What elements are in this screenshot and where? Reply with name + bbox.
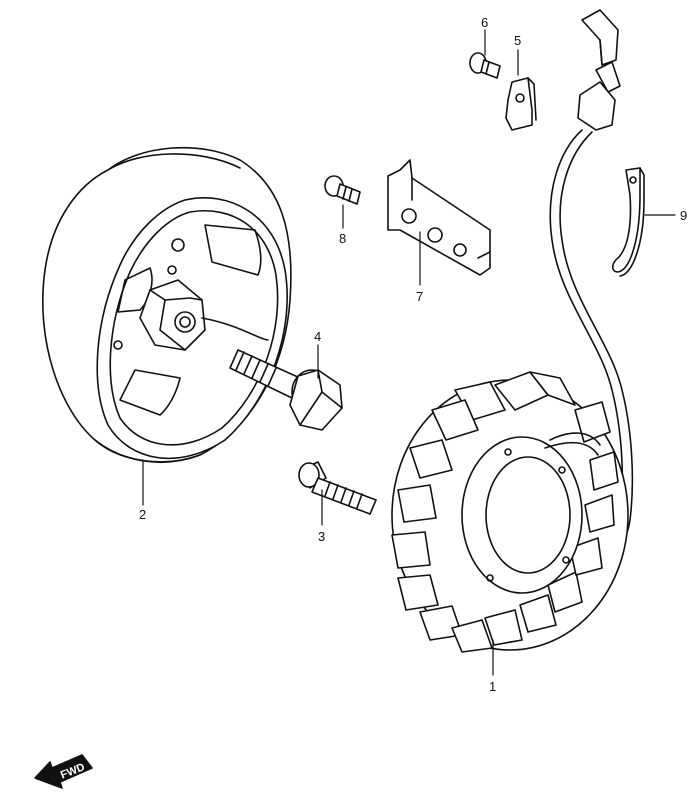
callout-5: 5 [514,33,522,48]
stator-bolt-part [298,461,377,515]
rotor-bolt-part [229,349,343,431]
stator-part [391,371,629,653]
callout-4: 4 [314,329,322,344]
plate-screw-part [324,175,361,205]
callout-3: 3 [318,529,326,544]
fwd-arrow-icon: FWD [34,754,93,789]
wire-harness [549,9,634,552]
clamp-part [505,77,537,131]
clamp-screw-part [469,52,501,79]
callout-leaders [142,29,676,676]
callout-7: 7 [416,289,424,304]
cover-plate-part [387,159,491,276]
callout-1: 1 [489,679,497,694]
callout-9: 9 [680,208,688,223]
wire-clamp-part [611,167,645,277]
rotor-part [41,146,292,463]
callout-8: 8 [339,231,347,246]
callout-6: 6 [481,15,489,30]
callout-2: 2 [139,507,147,522]
